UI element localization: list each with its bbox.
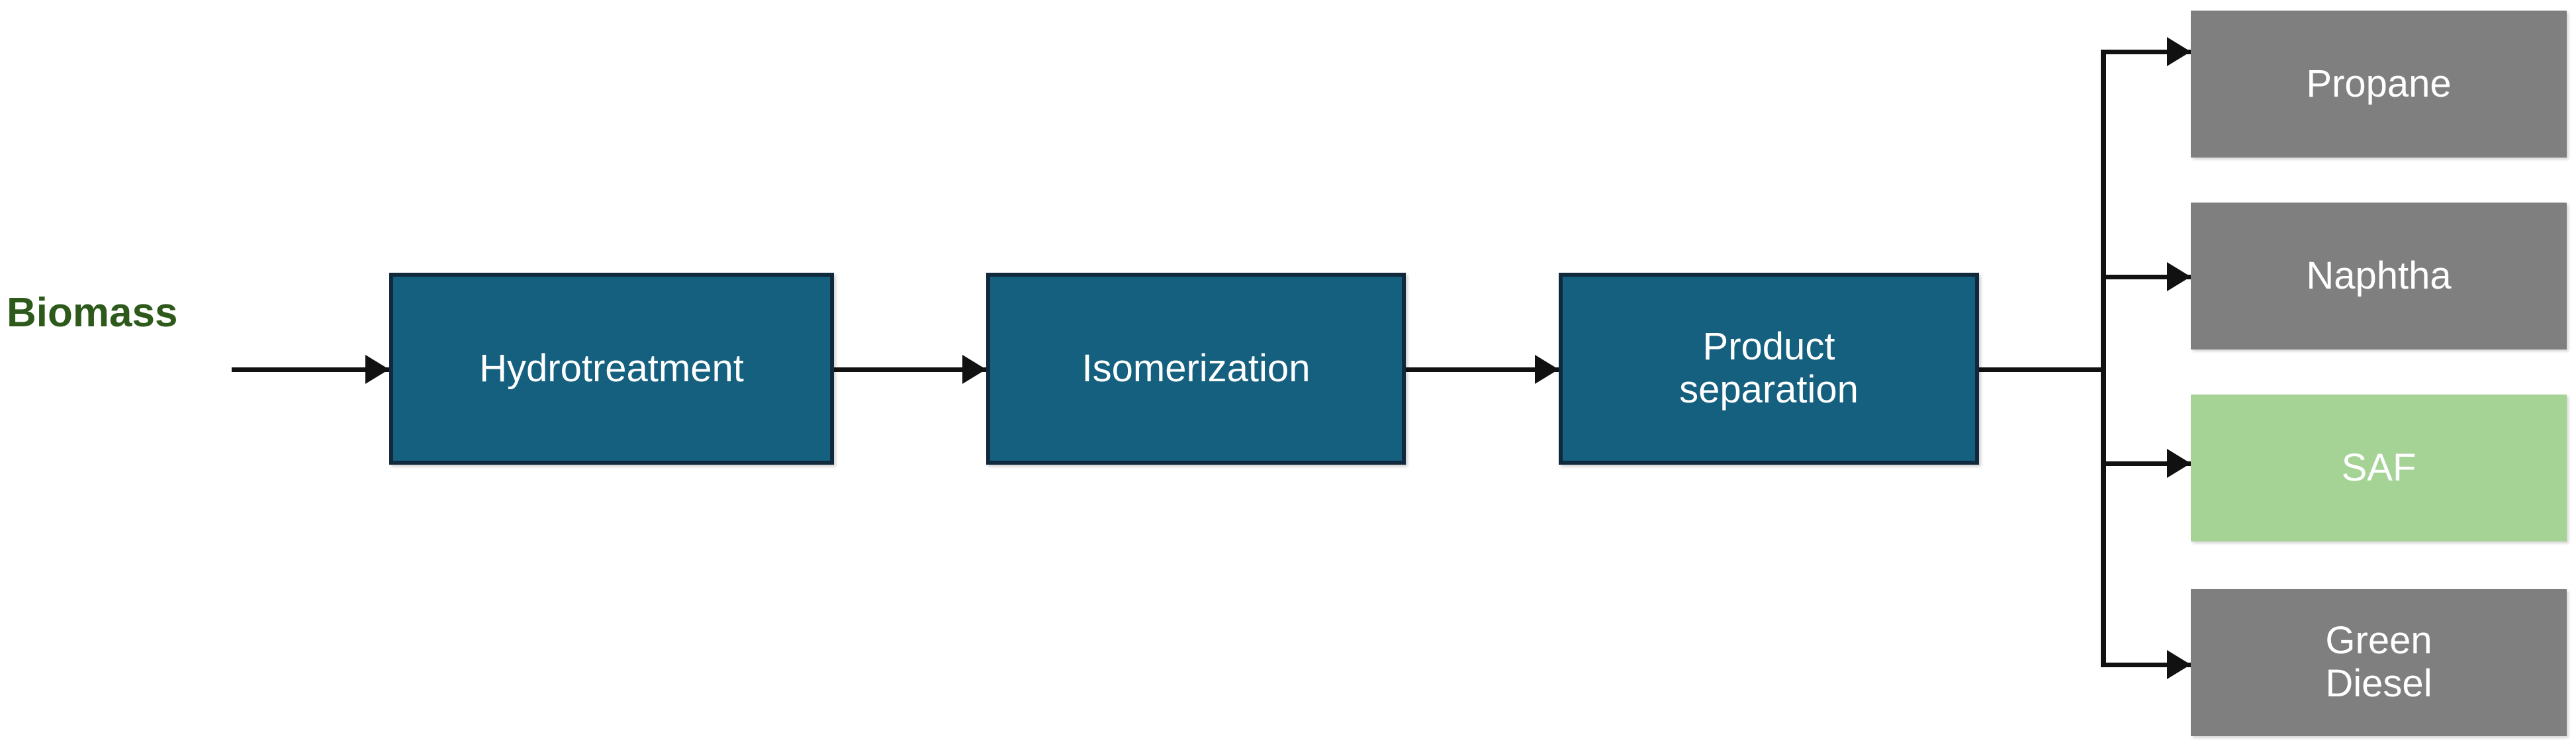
product-box-label-line-2: Diesel xyxy=(2325,662,2432,705)
process-box-label-line-1: Product xyxy=(1702,325,1835,369)
product-box-saf[interactable]: SAF xyxy=(2191,395,2567,541)
product-box-label: Naphtha xyxy=(2306,254,2452,297)
product-box-label-line-1: Green xyxy=(2325,619,2432,663)
product-box-propane[interactable]: Propane xyxy=(2191,11,2567,158)
splitter-trunk-vertical-line xyxy=(2101,49,2106,667)
branch-line-to-naphtha xyxy=(2103,274,2191,279)
process-box-isomerization[interactable]: Isomerization xyxy=(986,273,1406,465)
line-product-separation-to-splitter xyxy=(1979,367,2106,372)
product-box-label: Propane xyxy=(2306,62,2452,105)
product-box-label: SAF xyxy=(2341,445,2416,489)
process-box-label: Hydrotreatment xyxy=(479,346,744,390)
arrow-head-isomerization-to-product-separation xyxy=(1535,355,1559,384)
arrow-head-to-propane xyxy=(2167,37,2191,66)
arrow-head-to-naphtha xyxy=(2167,262,2191,291)
arrow-head-feed-to-hydrotreatment xyxy=(365,355,389,384)
arrow-isomerization-to-product-separation xyxy=(1406,367,1559,372)
branch-line-to-green-diesel xyxy=(2103,662,2191,667)
process-box-label: Isomerization xyxy=(1081,346,1311,390)
arrow-feed-to-hydrotreatment xyxy=(232,367,389,372)
arrow-hydrotreatment-to-isomerization xyxy=(834,367,986,372)
process-box-hydrotreatment[interactable]: Hydrotreatment xyxy=(389,273,834,465)
arrow-head-to-saf xyxy=(2167,449,2191,478)
process-box-label-line-2: separation xyxy=(1679,368,1859,411)
arrow-head-hydrotreatment-to-isomerization xyxy=(962,355,986,384)
branch-line-to-propane xyxy=(2103,49,2191,54)
arrow-head-to-green-diesel xyxy=(2167,650,2191,679)
branch-line-to-saf xyxy=(2103,461,2191,466)
feed-label-biomass: Biomass xyxy=(7,290,178,336)
product-box-naphtha[interactable]: Naphtha xyxy=(2191,203,2567,350)
